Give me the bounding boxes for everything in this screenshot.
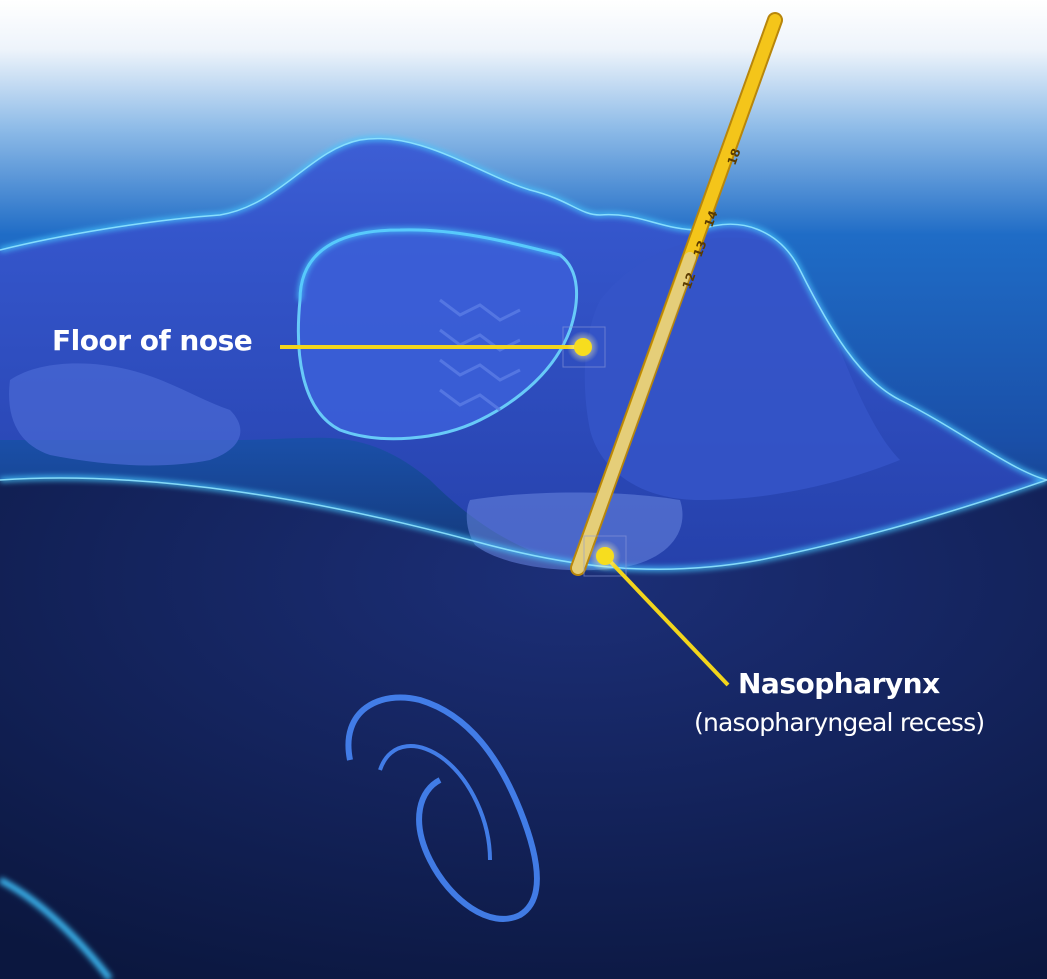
nasopharynx-label: Nasopharynx <box>738 667 940 700</box>
floor-of-nose-marker <box>574 338 592 356</box>
nasopharynx-marker <box>596 547 614 565</box>
nasopharynx-sublabel: (nasopharyngeal recess) <box>694 708 984 737</box>
floor-of-nose-label: Floor of nose <box>52 324 252 357</box>
